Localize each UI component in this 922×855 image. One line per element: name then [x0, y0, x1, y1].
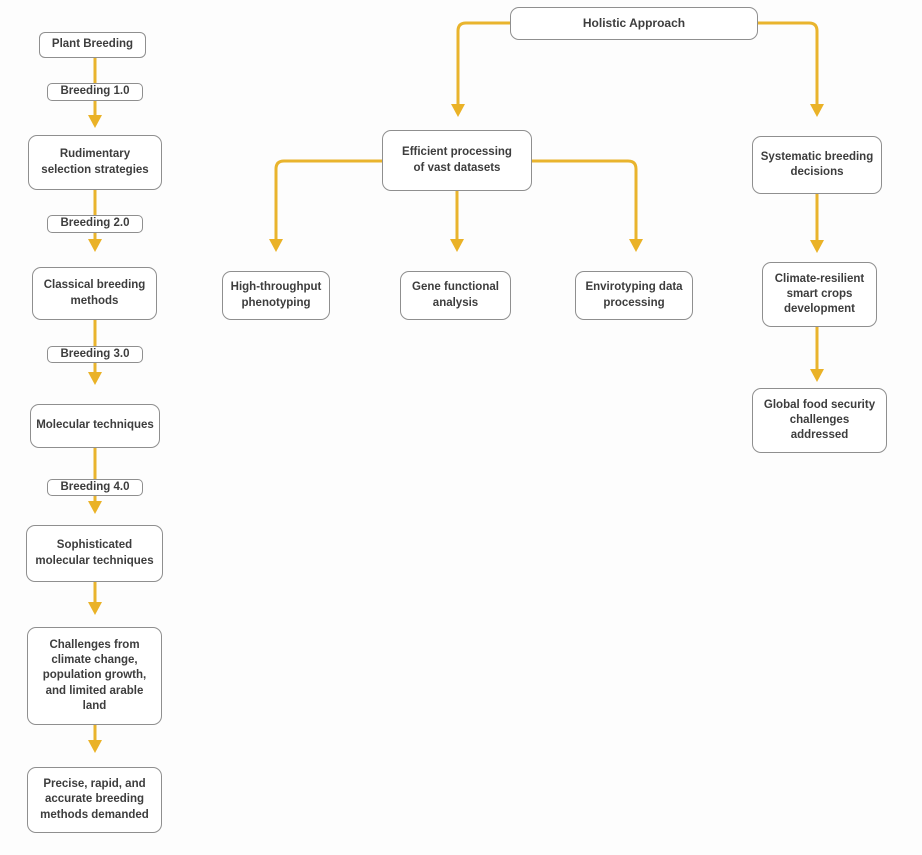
arrowhead [88, 239, 102, 252]
edge-holistic-to-systematic [758, 21, 819, 104]
node-efficient-processing: Efficient processing of vast datasets [382, 130, 532, 191]
node-rudimentary-selection: Rudimentary selection strategies [28, 135, 162, 190]
node-breeding-3-0: Breeding 3.0 [47, 346, 143, 363]
arrowhead [88, 501, 102, 514]
node-precise-methods: Precise, rapid, and accurate breeding me… [27, 767, 162, 833]
arrowhead [810, 240, 824, 253]
node-molecular-techniques: Molecular techniques [30, 404, 160, 448]
node-systematic-decisions: Systematic breeding decisions [752, 136, 882, 194]
node-challenges: Challenges from climate change, populati… [27, 627, 162, 725]
node-climate-resilient: Climate-resilient smart crops developmen… [762, 262, 877, 327]
node-sophisticated-molecular: Sophisticated molecular techniques [26, 525, 163, 582]
node-breeding-1-0: Breeding 1.0 [47, 83, 143, 101]
node-holistic-approach: Holistic Approach [510, 7, 758, 40]
edge-efficient-to-envirotyping [532, 159, 638, 239]
node-plant-breeding: Plant Breeding [39, 32, 146, 58]
arrowhead [88, 372, 102, 385]
arrowhead [88, 602, 102, 615]
arrowhead [810, 104, 824, 117]
node-breeding-4-0: Breeding 4.0 [47, 479, 143, 496]
node-gene-functional: Gene functional analysis [400, 271, 511, 320]
node-global-food-security: Global food security challenges addresse… [752, 388, 887, 453]
arrowhead [88, 115, 102, 128]
node-breeding-2-0: Breeding 2.0 [47, 215, 143, 233]
arrowhead [629, 239, 643, 252]
arrowhead [810, 369, 824, 382]
node-classical-breeding: Classical breeding methods [32, 267, 157, 320]
edge-holistic-to-efficient [456, 21, 510, 104]
arrowhead [88, 740, 102, 753]
arrowhead [451, 104, 465, 117]
edge-efficient-to-highthroughput [274, 159, 382, 239]
arrowhead [269, 239, 283, 252]
node-envirotyping: Envirotyping data processing [575, 271, 693, 320]
node-high-throughput: High-throughput phenotyping [222, 271, 330, 320]
arrowhead [450, 239, 464, 252]
